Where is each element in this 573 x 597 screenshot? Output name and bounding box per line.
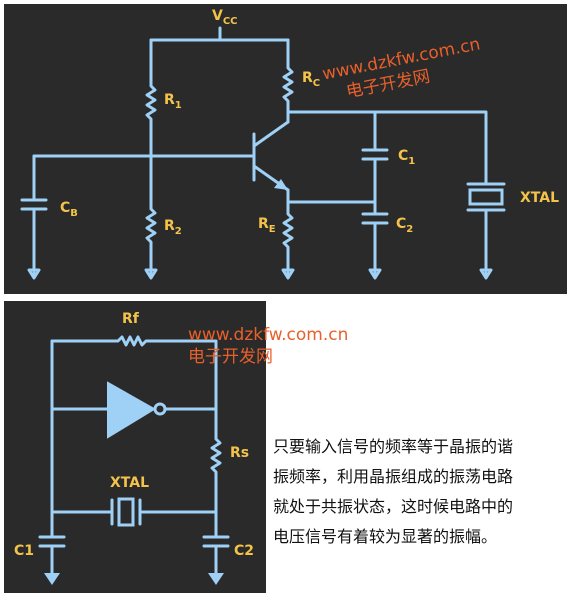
c1-wire (361, 110, 389, 216)
vcc-rail (149, 26, 290, 42)
inverter-crystal-oscillator-schematic: Rf Rs XTAL C1 C2 (14, 311, 254, 585)
watermark-top: www.dzkfw.com.cn 电子开发网 (321, 34, 482, 102)
label-rc: RC (302, 70, 320, 89)
r1-wire (145, 38, 157, 158)
r2-wire (145, 154, 157, 276)
bottom-circuit-panel: Rf Rs XTAL C1 C2 (4, 301, 266, 593)
label-r1: R1 (164, 92, 182, 111)
top-circuit-panel: VCC R1 R2 RC RE CB C1 C2 XTAL www.dzkfw.… (4, 4, 567, 294)
label-rs: Rs (230, 445, 249, 461)
xtal-wire-right (138, 498, 218, 526)
common-emitter-oscillator-schematic: VCC R1 R2 RC RE CB C1 C2 XTAL www.dzkfw.… (20, 8, 559, 280)
re-wire (282, 200, 294, 276)
description-line: 只要输入信号的频率等于晶振的谐 (273, 437, 514, 456)
xtal-body (468, 188, 504, 206)
cb-wire (20, 154, 48, 276)
rs-wire (210, 407, 222, 539)
ground-arrow-xtal (479, 268, 493, 280)
label-bottom-xtal: XTAL (110, 475, 149, 491)
label-bottom-c1: C1 (14, 543, 34, 559)
label-xtal: XTAL (520, 190, 559, 206)
transistor-collector (252, 120, 290, 148)
c2-bottom-wire (202, 535, 230, 577)
xtal-wire-left (50, 498, 114, 526)
label-c1: C1 (398, 148, 415, 167)
ground-arrow-r2 (144, 268, 158, 280)
ground-arrow-cb (27, 268, 41, 280)
collector-output (286, 110, 488, 186)
description-line: 就处于共振状态，这时候电路中的 (273, 497, 514, 516)
rf-wire (50, 335, 218, 411)
label-c2: C2 (396, 216, 413, 235)
description-line: 振频率，利用晶振组成的振荡电路 (273, 467, 514, 486)
label-re: RE (258, 216, 276, 235)
c2-wire (361, 212, 389, 276)
description-text: 只要输入信号的频率等于晶振的谐 振频率，利用晶振组成的振荡电路 就处于共振状态，… (273, 432, 569, 552)
label-vcc: VCC (212, 8, 238, 27)
label-r2: R2 (164, 218, 182, 237)
c1-bottom-wire (38, 535, 66, 577)
ground-arrow-re (281, 268, 295, 280)
label-cb: CB (60, 200, 78, 219)
bottom-xtal-body (117, 497, 135, 527)
ground-arrow-c1 (44, 573, 60, 585)
inverter-triangle (107, 381, 156, 439)
ground-arrow-c2 (368, 268, 382, 280)
label-bottom-c2: C2 (234, 543, 254, 559)
emitter-arrow (274, 179, 288, 190)
label-rf: Rf (122, 311, 140, 327)
emitter-feedback (286, 188, 377, 204)
xtal-bottom-plate (466, 208, 506, 276)
rc-wire (282, 38, 294, 124)
ground-arrow-c2-bottom (208, 573, 224, 585)
description-line: 电压信号有着较为显著的振幅。 (273, 527, 498, 546)
